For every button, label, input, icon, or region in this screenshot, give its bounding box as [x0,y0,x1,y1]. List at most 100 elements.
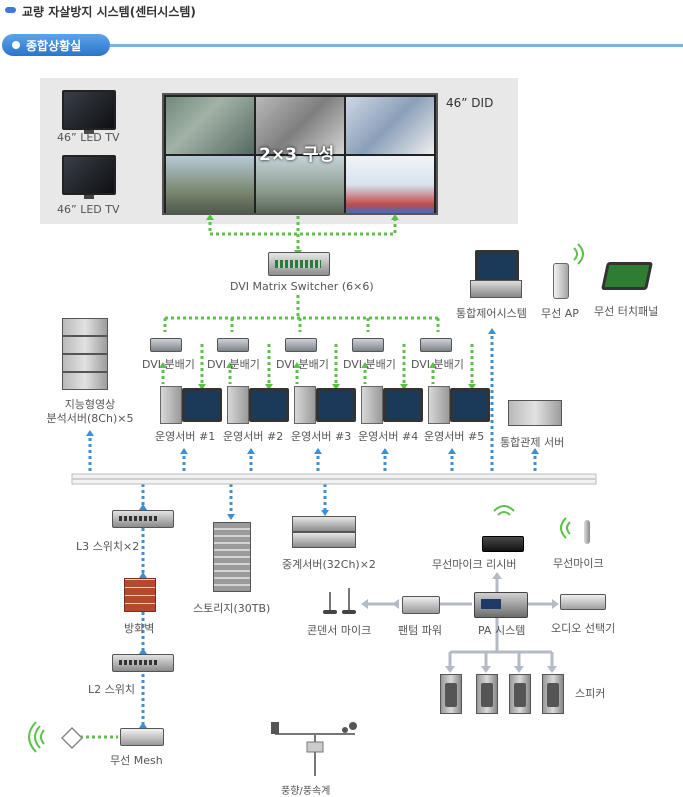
dvi-splitter-icon [420,338,452,352]
wifi-signal-icon [28,721,45,753]
wireless-ap-icon [553,263,569,299]
video-wall-label: 2×3 구성 [259,145,335,165]
arrow-icon [468,384,476,390]
arrow-icon [552,599,559,609]
dvi-splitter-icon [150,338,182,352]
relay-server-label: 중계서버(32Ch)×2 [282,558,376,571]
speaker-label: 스피커 [575,687,606,700]
wifi-signal-icon [560,517,571,539]
l3-switch-icon [112,510,174,528]
monitor-icon [383,388,423,422]
dvi-splitter-label-3: DVI 분배기 [276,358,329,371]
matrix-switcher-label: DVI Matrix Switcher (6×6) [230,280,374,293]
touch-panel-icon [601,262,653,290]
section-divider [110,44,683,47]
condenser-mic-label: 콘덴서 마이크 [307,624,372,637]
led-tv-label-2: 46” LED TV [57,203,120,216]
arrow-icon [492,572,502,579]
arrow-icon [531,448,539,454]
arrow-icon [86,430,94,436]
control-system-label: 통합제어시스템 [456,307,527,320]
anemometer-label: 풍향/풍속계 [281,786,331,797]
green-link [295,344,338,384]
phantom-power-label: 팬텀 파워 [398,624,442,637]
green-link [161,344,204,384]
audio-selector-icon [560,594,606,610]
server-tower-icon [361,386,383,424]
dvi-splitter-label-1: DVI 분배기 [142,358,195,371]
dvi-splitter-icon [217,338,249,352]
dvi-splitter-icon [285,338,317,352]
condenser-mic-icon [321,592,343,616]
wireless-mic-receiver-label: 무선마이크 리시버 [432,558,517,571]
arrow-icon [227,514,235,520]
led-tv-icon [62,90,116,134]
green-link [228,344,271,384]
analysis-server-icon [62,318,108,336]
relay-server-icon [292,516,356,532]
op-server-label-3: 운영서버 #3 [291,430,352,443]
l2-switch-icon [112,654,174,672]
arrow-icon [321,510,329,516]
led-tv-icon [62,155,116,199]
dvi-splitter-label-4: DVI 분배기 [343,358,396,371]
video-wall: 2×3 구성 [162,93,438,215]
arrow-icon [381,448,389,454]
pa-system-icon [474,592,528,618]
section-header: 종합상황실 [2,34,110,56]
op-server-label-4: 운영서버 #4 [358,430,419,443]
l2-switch-label: L2 스위치 [88,683,135,696]
server-tower-icon [227,386,249,424]
video-wall-screen [256,156,344,213]
monitor-icon [249,388,289,422]
arrow-icon [206,214,214,220]
arrow-icon [139,504,147,510]
monitor-icon [182,388,222,422]
op-server-label-1: 운영서버 #1 [155,430,216,443]
wireless-mic-receiver-icon [482,536,524,552]
analysis-server-label: 지능형영상 분석서버(8Ch)×5 [46,398,134,425]
arrow-icon [247,448,255,454]
op-server-label-2: 운영서버 #2 [223,430,284,443]
arrow-icon [293,362,301,368]
firewall-label: 방화벽 [124,622,155,635]
arrow-icon [514,666,524,673]
green-link [208,216,397,236]
arrow-icon [139,722,147,728]
speaker-icon [542,674,564,714]
server-tower-icon [160,386,182,424]
storage-label: 스토리지(30TB) [193,602,271,615]
dvi-splitter-label-2: DVI 분배기 [207,358,260,371]
wireless-mic-icon [584,520,590,544]
title-bullet-icon [5,7,16,13]
phantom-power-icon [402,596,440,614]
green-link [363,344,406,384]
server-tower-icon [428,386,450,424]
l3-switch-label: L3 스위치×2 [76,540,140,553]
condenser-mic-icon [340,588,362,616]
audio-selector-label: 오디오 선택기 [551,622,616,635]
mesh-node-icon [60,726,84,750]
green-link [431,344,474,384]
matrix-switcher-icon [268,252,330,276]
bullet-icon [12,41,20,49]
did-label: 46” DID [446,96,494,110]
arrow-icon [445,666,455,673]
arrow-icon [481,666,491,673]
analysis-server-icon [62,354,108,372]
video-wall-screen [166,97,254,154]
dvi-splitter-icon [352,338,384,352]
anemometer-icon [271,722,357,776]
page-title: 교량 자살방지 시스템(센터시스템) [22,5,196,19]
pc-case-icon [470,280,522,298]
wireless-mic-label: 무선마이크 [553,557,604,570]
firewall-icon [124,578,156,612]
arrow-icon [159,362,167,368]
speaker-icon [476,674,498,714]
speaker-icon [509,674,531,714]
monitor-icon [475,250,519,282]
arrow-icon [180,448,188,454]
arrow-icon [400,384,408,390]
video-wall-screen [166,156,254,213]
